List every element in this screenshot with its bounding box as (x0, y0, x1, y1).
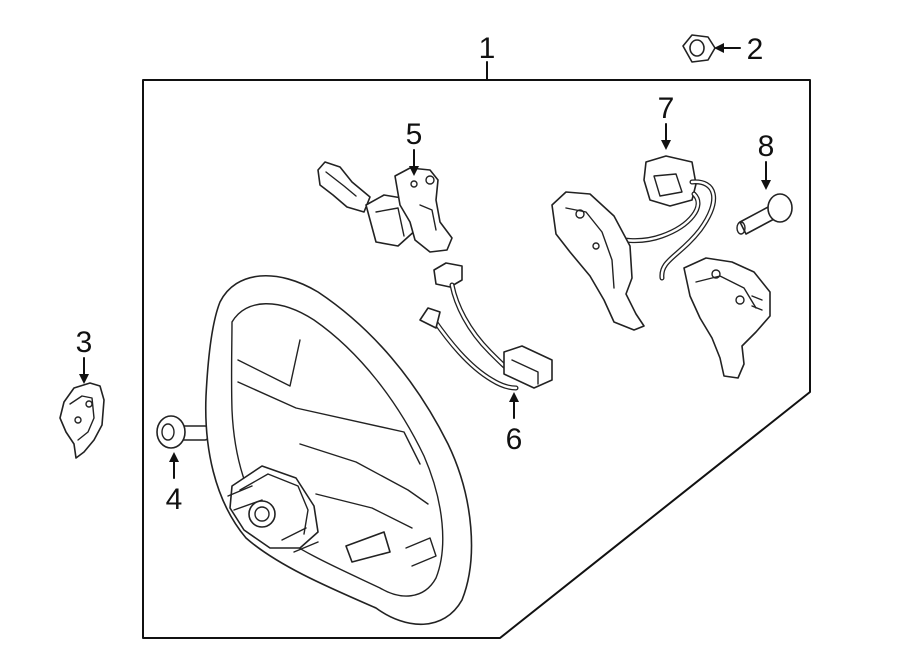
callout-2-arrow (714, 43, 741, 53)
callout-2-label: 2 (747, 33, 764, 66)
bracket-part-3 (59, 382, 105, 459)
bolt-part-4 (156, 415, 209, 449)
callout-7-label: 7 (658, 92, 675, 125)
assembly-boundary (142, 79, 811, 639)
callout-4-label: 4 (166, 483, 183, 516)
switch-part-5 (317, 161, 453, 253)
callout-1-label: 1 (479, 32, 496, 65)
callout-6-label: 6 (506, 423, 523, 456)
steering-wheel-part-1 (204, 275, 473, 626)
callout-5-label: 5 (406, 118, 423, 151)
callout-4-arrow (169, 452, 179, 479)
nut-part-2 (682, 34, 716, 63)
callout-8-label: 8 (758, 130, 775, 163)
callout-3-arrow (79, 357, 89, 384)
callout-6-arrow (509, 392, 519, 419)
switch-assembly-part-7 (551, 155, 771, 379)
callout-3-label: 3 (76, 326, 93, 359)
harness-part-6 (419, 262, 553, 391)
screw-part-8 (736, 193, 793, 235)
callout-7-arrow (661, 123, 671, 150)
callout-5-arrow (409, 149, 419, 176)
callout-8-arrow (761, 161, 771, 190)
